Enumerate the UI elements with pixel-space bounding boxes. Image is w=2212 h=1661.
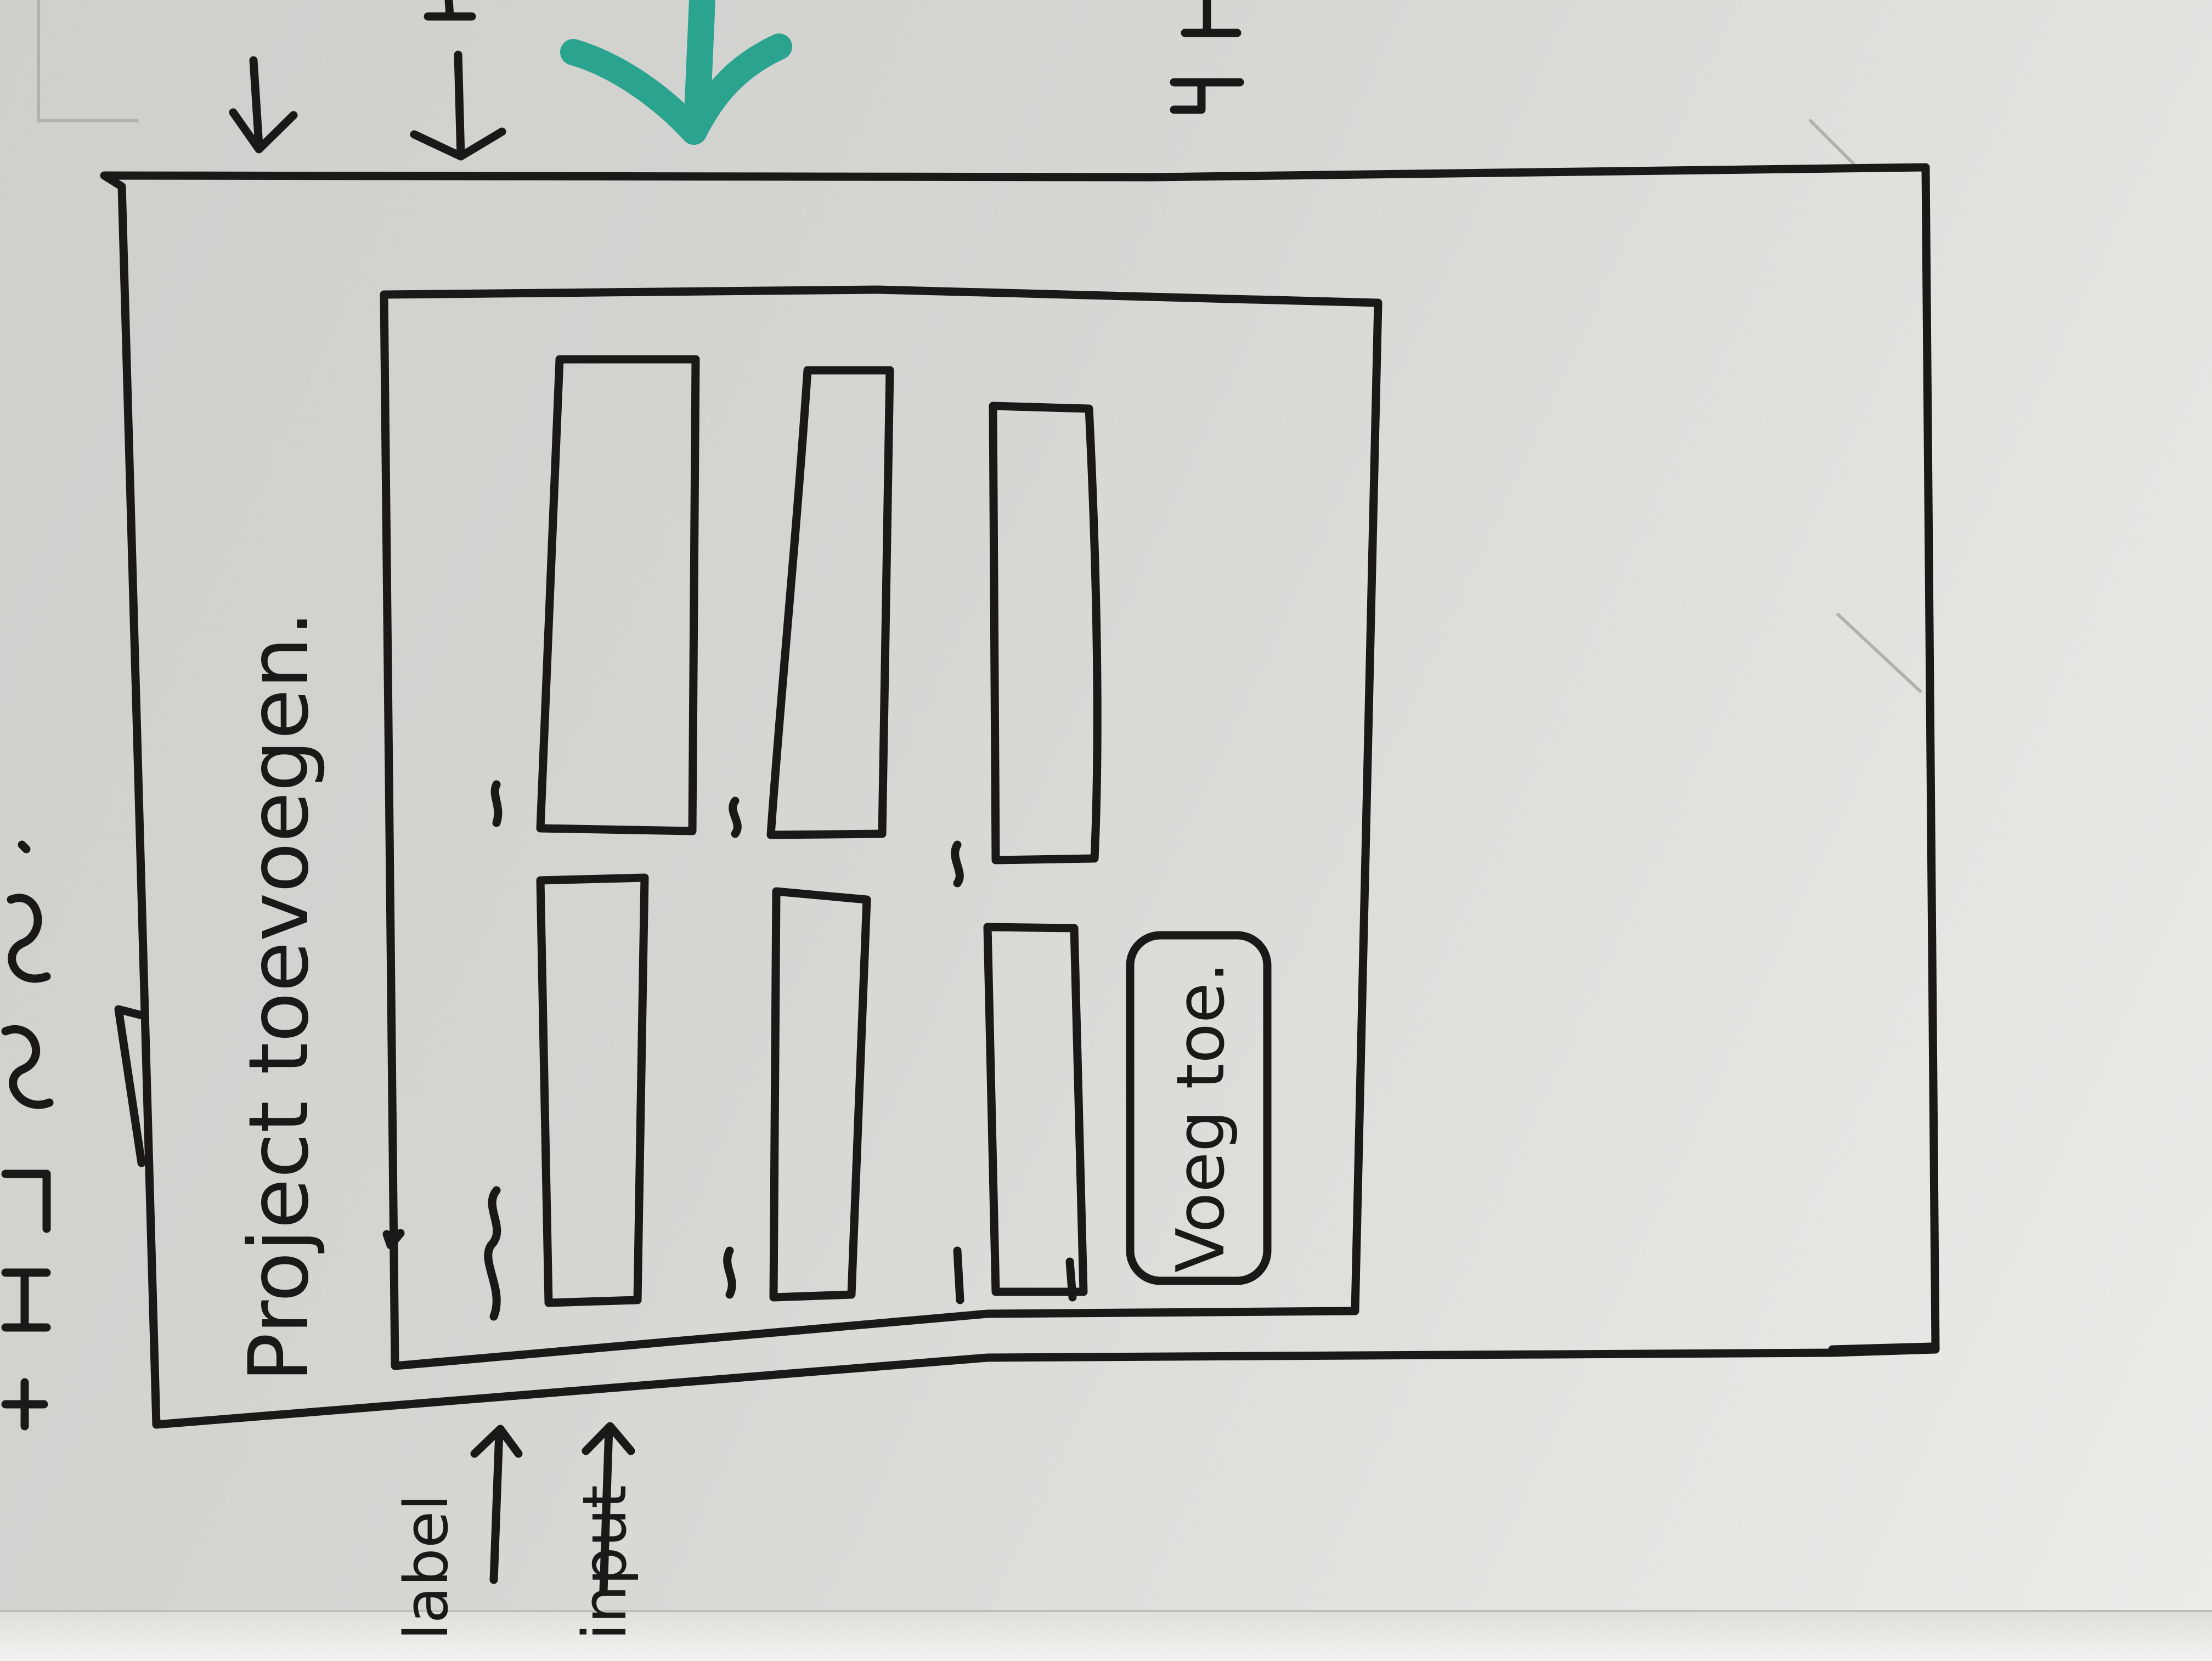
frame-corner-mark [114,1005,146,1167]
card-corner-mark [382,1229,405,1250]
paper-bottom-edge [0,1610,2212,1661]
input-field-3[interactable] [766,366,894,839]
input-field-5[interactable] [989,402,1102,865]
frame-corner-mark [1828,1342,1936,1354]
down-arrow-icon [410,0,506,161]
input-annotation: input [569,1485,640,1640]
form-card [380,285,1383,1370]
label-6-marker [953,1246,964,1304]
label-1-marker [490,780,503,827]
teal-checkmark-icon [560,0,792,145]
voeg-toe-button[interactable] [1126,931,1272,1285]
label-5-marker [951,840,964,888]
label-3-marker [729,796,742,838]
up-arrow-icon [470,1425,523,1584]
label-annotation: label [391,1494,461,1640]
ghost-marks [37,0,1922,693]
voeg-toe-button-label: Voeg toe. [1163,962,1239,1273]
field-6-tick [1065,1257,1077,1302]
up-arrow-icon [582,1422,635,1595]
input-field-1[interactable] [536,355,700,835]
label-2-marker [484,1186,501,1321]
input-field-6[interactable] [983,923,1088,1296]
page-title: Project toevoegen. [232,611,327,1382]
label-4-marker [723,1246,736,1299]
page-frame [100,163,1940,1429]
input-field-4[interactable] [769,887,871,1302]
margin-text [1,840,54,1431]
input-field-2[interactable] [536,873,649,1307]
top-right-letter [1170,0,1244,114]
down-arrow-icon [229,56,298,154]
